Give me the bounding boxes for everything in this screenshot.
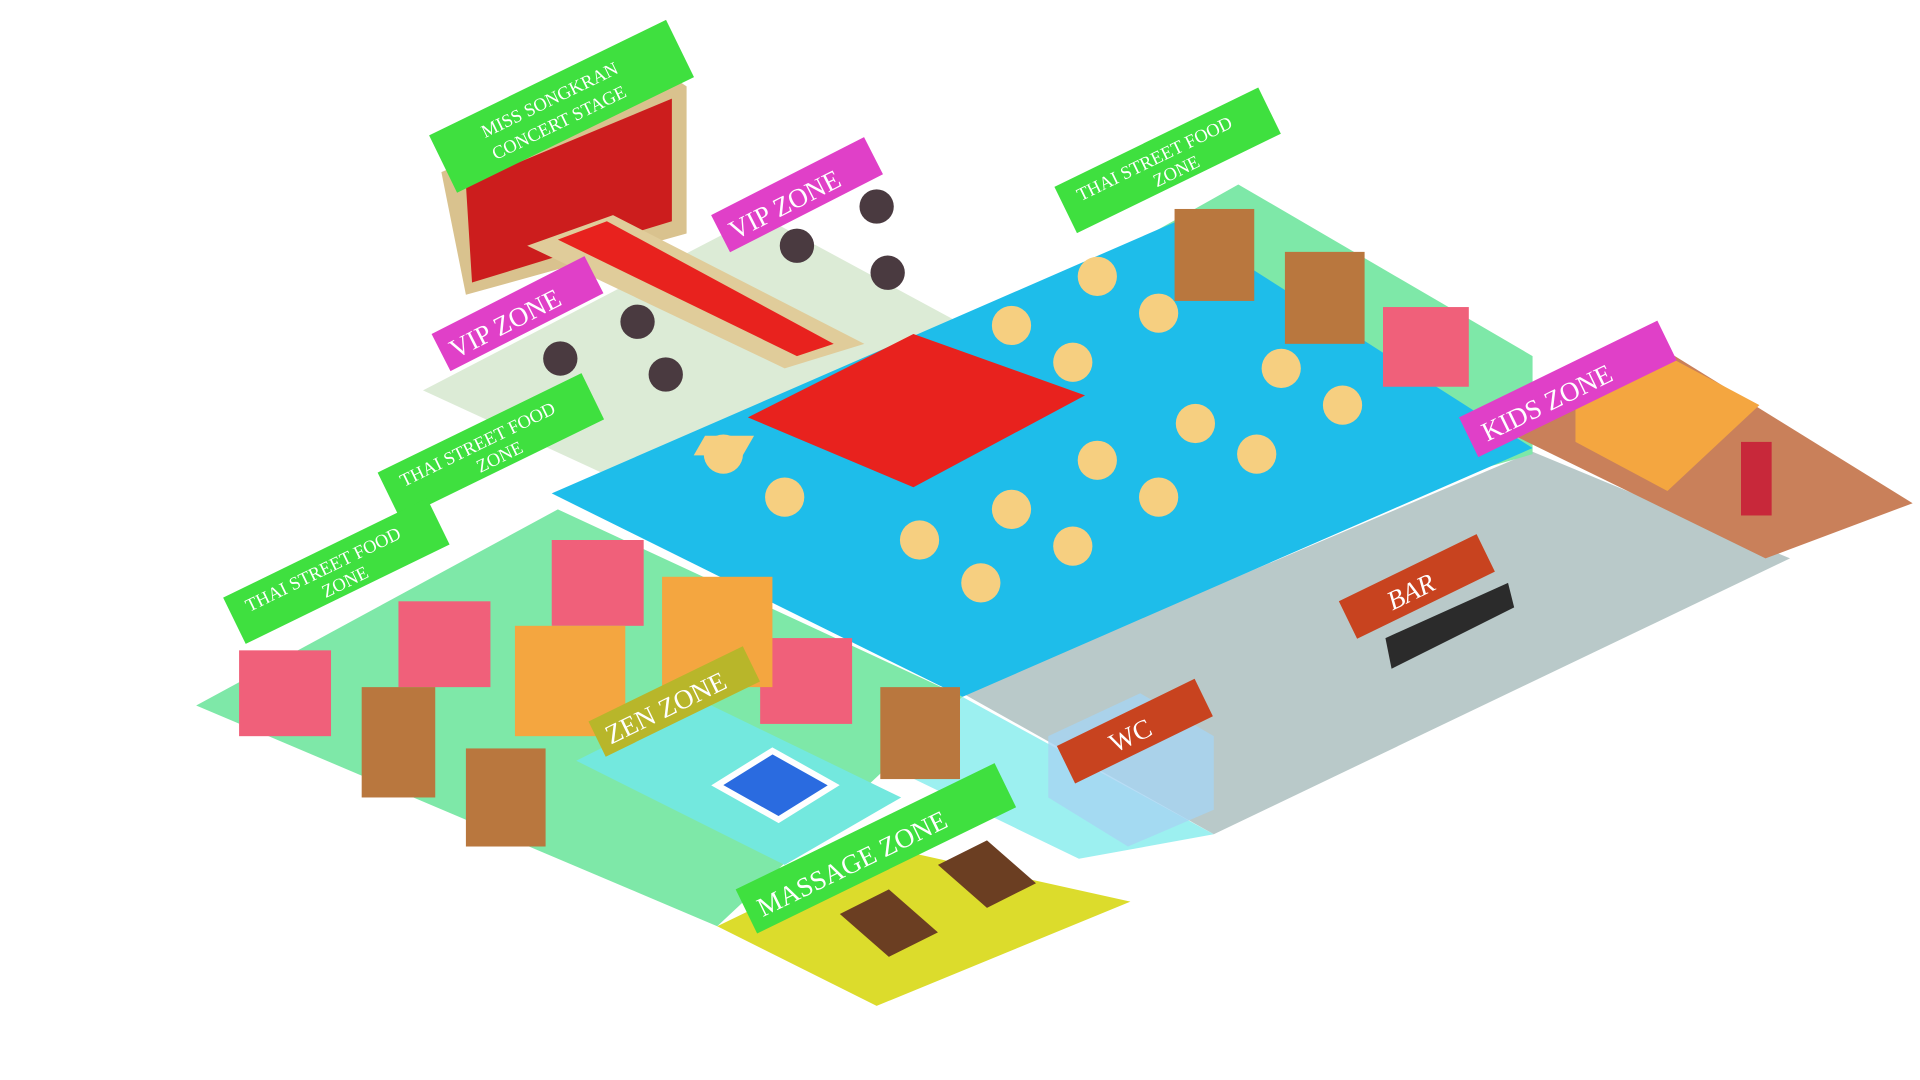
- concert-stage: [441, 74, 865, 369]
- massage-beds: [839, 840, 1037, 957]
- bar-counter: [1385, 582, 1515, 669]
- jacuzzi: [711, 747, 840, 824]
- bouncy-castle: [1575, 356, 1772, 516]
- vip-tables: [543, 189, 905, 392]
- red-carpet: [747, 334, 1086, 488]
- dining-tables: [693, 256, 1363, 603]
